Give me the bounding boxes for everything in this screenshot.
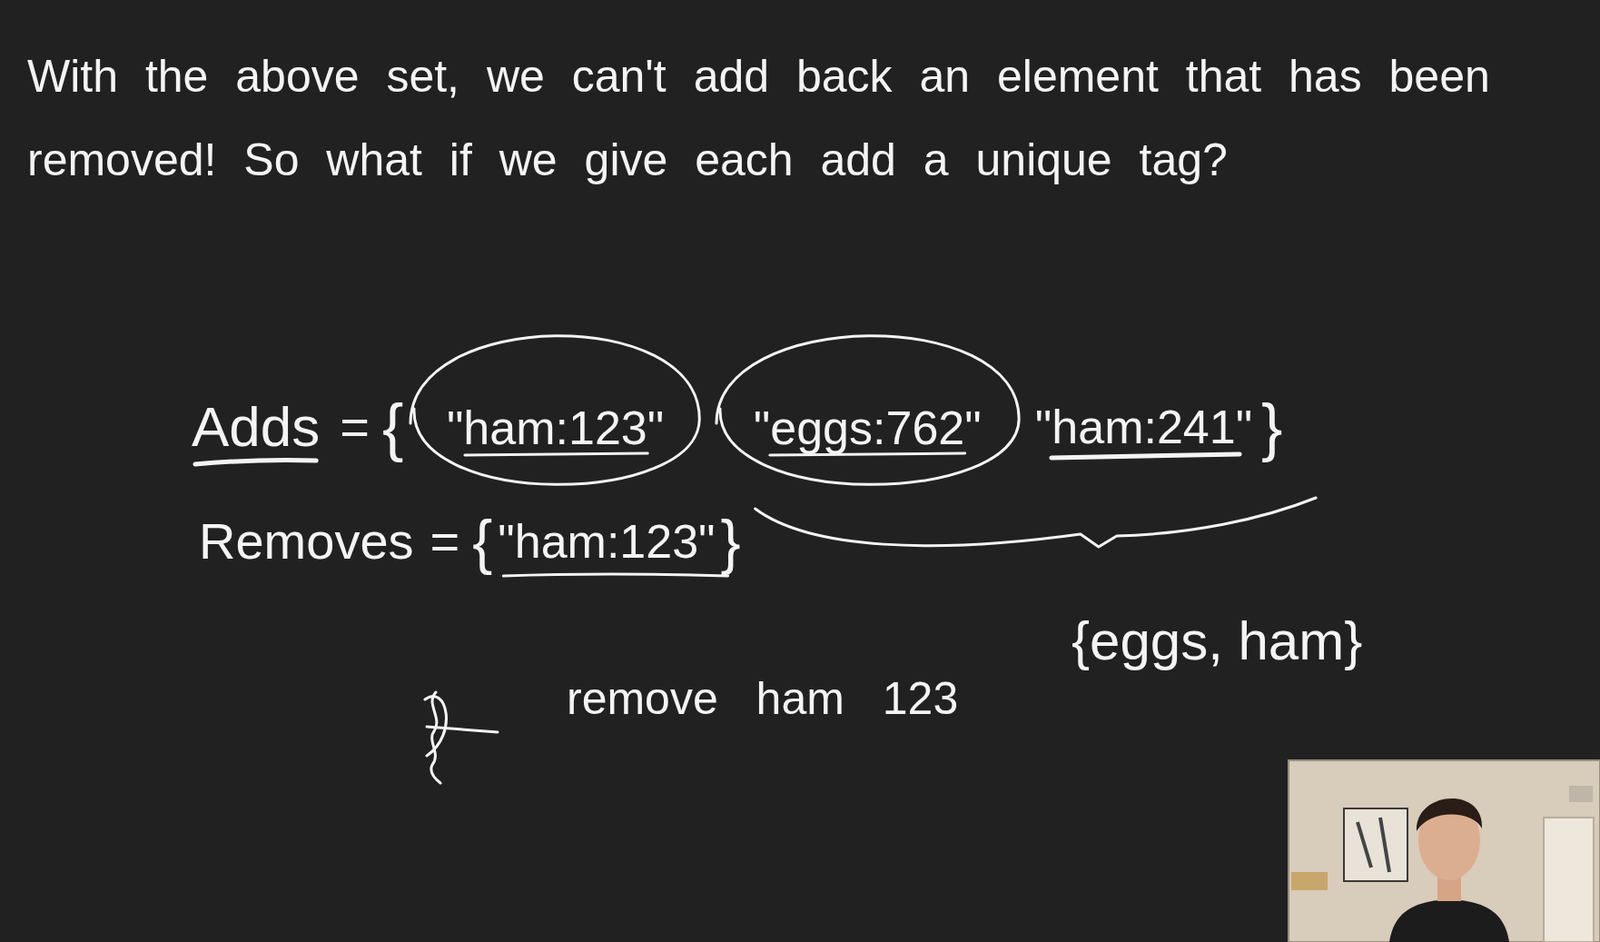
node-text-box: "eggs:762"	[712, 323, 1023, 505]
tagged-element: "eggs:762"	[753, 404, 982, 452]
circle-outline	[410, 335, 700, 485]
crossed-brace-scribble	[424, 691, 498, 783]
handwritten-label: Removes	[198, 515, 415, 567]
underline	[464, 453, 648, 455]
circle-outline	[716, 335, 1019, 485]
slide-heading: With the above set, we can't add back an…	[27, 34, 1571, 202]
tagged-element: "ham:123"	[446, 404, 664, 452]
handwritten-label: {	[472, 511, 493, 572]
circled-element: "eggs:762"	[712, 323, 1023, 505]
underline	[503, 573, 728, 576]
handwritten-label: }	[720, 511, 741, 572]
node-text-box: "ham:123"	[406, 323, 703, 505]
handwritten-label: }	[1261, 395, 1283, 459]
handwritten-label: "ham:123"	[497, 517, 715, 565]
underline	[1051, 454, 1240, 458]
handwritten-label: =	[430, 515, 461, 567]
underline	[195, 460, 317, 465]
handwritten-label: =	[339, 401, 370, 453]
handwritten-label: Adds	[191, 398, 320, 455]
underline	[770, 453, 966, 455]
handwritten-label: {eggs, ham}	[1071, 613, 1363, 669]
circled-element: "ham:123"	[406, 323, 703, 505]
webcam-photo	[1288, 760, 1600, 942]
handwritten-label: {	[382, 395, 404, 459]
handwritten-label: "ham:241"	[1035, 403, 1253, 451]
handwritten-label: remove ham 123	[566, 675, 959, 721]
curly-brace	[755, 497, 1317, 547]
